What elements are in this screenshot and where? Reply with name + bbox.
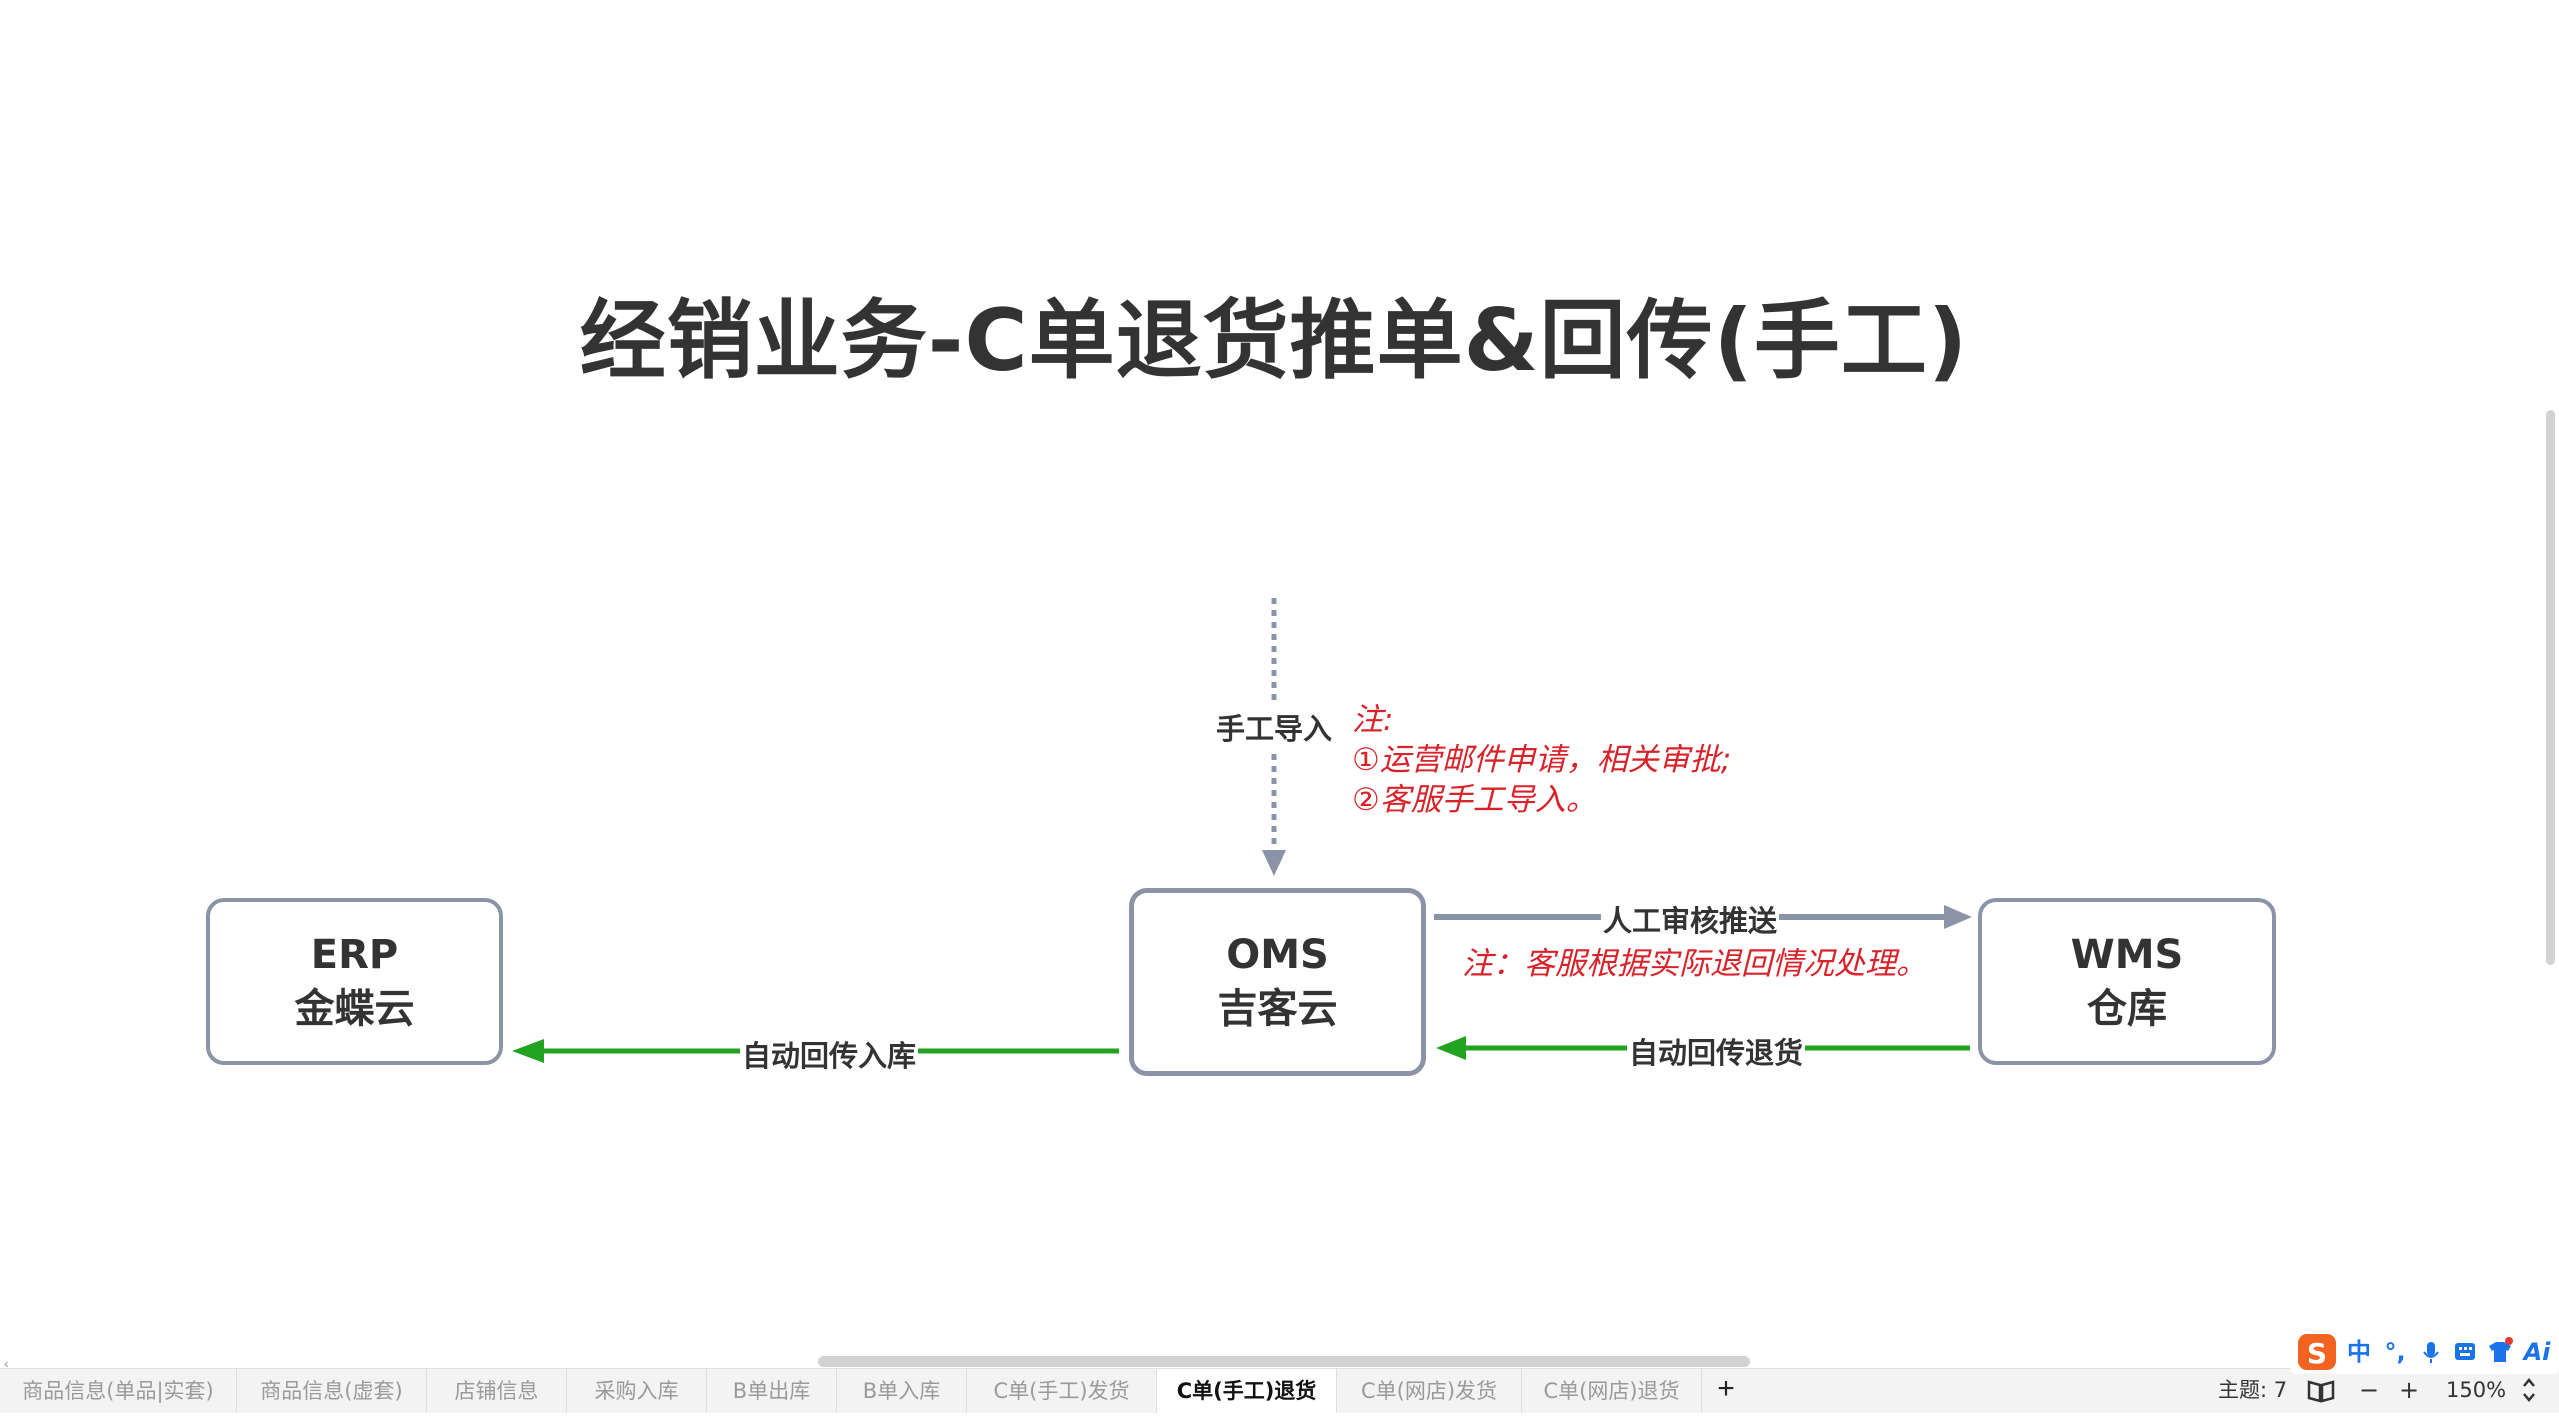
ime-ai[interactable]: Ai: [2523, 1338, 2551, 1366]
tab-purchase-inbound[interactable]: 采购入库: [567, 1369, 707, 1413]
zoom-out-button[interactable]: −: [2358, 1376, 2380, 1404]
vertical-scrollbar-thumb[interactable]: [2546, 410, 2555, 965]
spinner-icon[interactable]: [2516, 1368, 2542, 1412]
note-import-line1: ①运营邮件申请，相关审批;: [1352, 742, 1732, 778]
tab-store-info[interactable]: 店铺信息: [427, 1369, 567, 1413]
horizontal-scrollbar-thumb[interactable]: [818, 1356, 1750, 1367]
tab-product-info-virtual[interactable]: 商品信息(虚套): [237, 1369, 427, 1413]
ime-logo-text: S: [2307, 1337, 2327, 1370]
label-auto-return-goods: 自动回传退货: [1627, 1030, 1806, 1072]
tab-c-manual-return[interactable]: C单(手工)退货: [1157, 1369, 1337, 1413]
ime-punctuation[interactable]: °,: [2384, 1338, 2406, 1366]
keyboard-icon[interactable]: [2448, 1330, 2482, 1374]
zoom-in-button[interactable]: +: [2398, 1376, 2420, 1404]
diagram-title: 经销业务-C单退货推单&回传(手工): [579, 291, 1969, 391]
note-import-line2: ②客服手工导入。: [1352, 782, 1597, 818]
tab-c-manual-ship[interactable]: C单(手工)发货: [967, 1369, 1157, 1413]
shirt-icon[interactable]: [2482, 1330, 2518, 1374]
tab-c-online-return[interactable]: C单(网店)退货: [1522, 1369, 1702, 1413]
label-manual-import: 手工导入: [1214, 706, 1335, 748]
theme-indicator[interactable]: 主题: 7: [2218, 1378, 2288, 1402]
zoom-level[interactable]: 150%: [2446, 1378, 2507, 1402]
ime-logo-icon[interactable]: S: [2294, 1330, 2340, 1374]
add-sheet-button[interactable]: +: [1717, 1372, 1735, 1405]
ime-mode[interactable]: 中: [2347, 1338, 2371, 1366]
arrowhead-manual-review-push: [1944, 905, 1972, 929]
scroll-left-icon[interactable]: ‹: [4, 1355, 9, 1371]
arrowhead-auto-return-goods: [1436, 1036, 1466, 1060]
tab-product-info-single[interactable]: 商品信息(单品|实套): [0, 1369, 237, 1413]
node-oms[interactable]: OMS 吉客云: [1129, 888, 1426, 1076]
note-push: 注：客服根据实际退回情况处理。: [1462, 946, 1927, 982]
sheet-tab-bar: 商品信息(单品|实套) 商品信息(虚套) 店铺信息 采购入库 B单出库 B单入库…: [0, 1368, 2559, 1413]
tab-c-online-ship[interactable]: C单(网店)发货: [1337, 1369, 1522, 1413]
note-import: 注: ①运营邮件申请，相关审批; ②客服手工导入。: [1352, 700, 1731, 820]
ime-toolbar: S 中 °, Ai: [2290, 1330, 2559, 1374]
tab-b-inbound[interactable]: B单入库: [837, 1369, 967, 1413]
arrowhead-auto-return-stock-in: [512, 1039, 544, 1063]
book-icon[interactable]: [2306, 1368, 2338, 1412]
node-erp[interactable]: ERP 金蝶云: [206, 898, 503, 1065]
arrowhead-manual-import: [1262, 850, 1286, 876]
node-erp-name: ERP: [310, 931, 399, 978]
mic-icon[interactable]: [2414, 1330, 2448, 1374]
node-oms-system: 吉客云: [1217, 986, 1338, 1032]
node-wms-system: 仓库: [2087, 985, 2167, 1032]
label-auto-return-stock-in: 自动回传入库: [740, 1033, 919, 1075]
node-wms-name: WMS: [2070, 931, 2184, 978]
node-oms-name: OMS: [1226, 932, 1329, 978]
node-erp-system: 金蝶云: [294, 985, 415, 1032]
tab-b-outbound[interactable]: B单出库: [707, 1369, 837, 1413]
node-wms[interactable]: WMS 仓库: [1978, 898, 2276, 1065]
label-manual-review-push: 人工审核推送: [1601, 898, 1780, 940]
note-import-title: 注:: [1352, 702, 1394, 738]
